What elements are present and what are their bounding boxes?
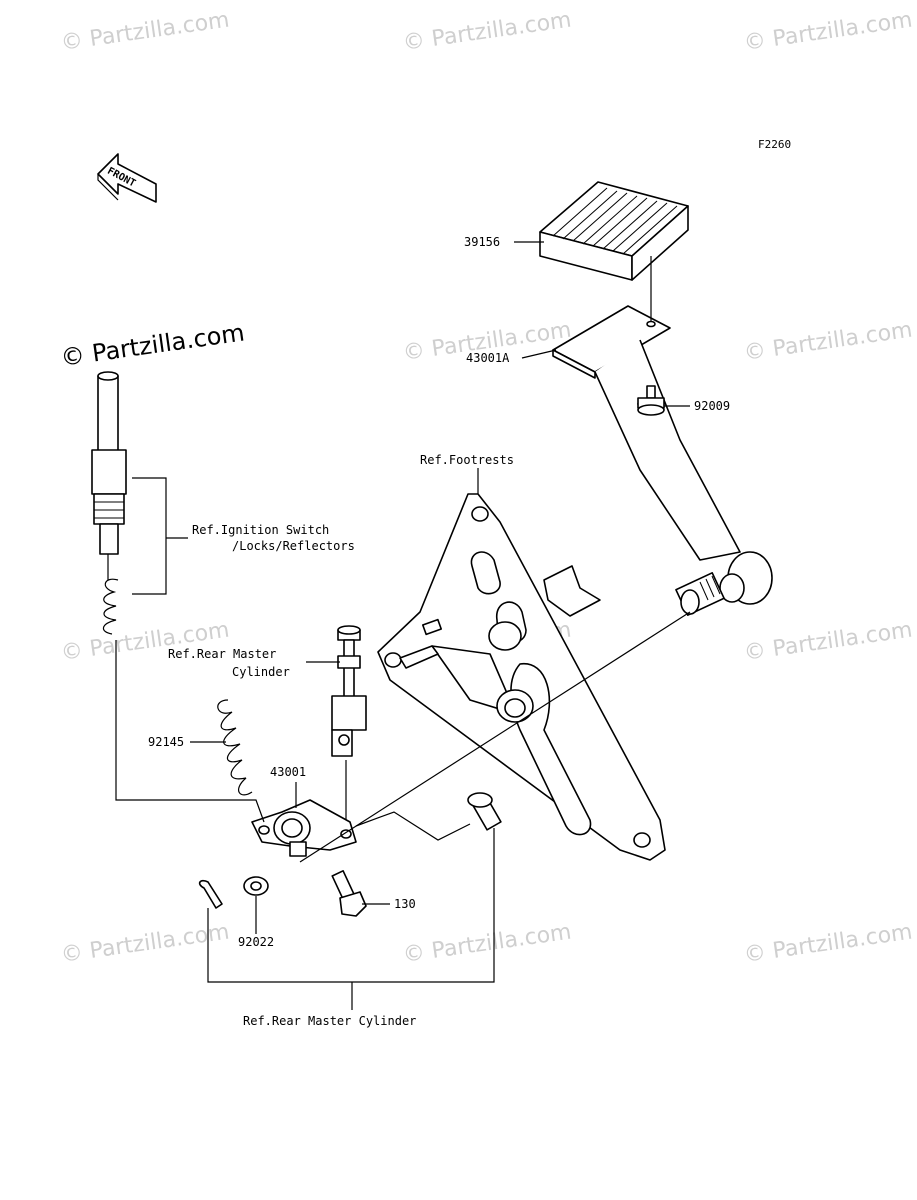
watermark: © Partzilla.com (742, 920, 914, 968)
pedal-rubber (539, 181, 689, 281)
watermark: © Partzilla.com (59, 920, 231, 968)
watermark: © Partzilla.com (742, 318, 914, 366)
label-ignition-switch-2: /Locks/Reflectors (232, 539, 355, 553)
cotter-pin (198, 879, 223, 909)
watermark: © Partzilla.com (59, 318, 246, 372)
diagram-code: F2260 (758, 138, 791, 151)
watermark: © Partzilla.com (59, 8, 231, 56)
brake-pedal-assembly (539, 181, 773, 616)
label-130: 130 (394, 897, 416, 911)
leader-lines (115, 241, 691, 1010)
front-arrow-icon: FRONT (97, 153, 157, 203)
brake-lever-43001 (251, 799, 357, 857)
label-footrests: Ref.Footrests (420, 453, 514, 467)
watermark: © Partzilla.com (401, 8, 573, 56)
footrest-bracket (377, 493, 666, 861)
label-rear-master-bottom: Ref.Rear Master Cylinder (243, 1014, 416, 1028)
label-39156: 39156 (464, 235, 500, 249)
rear-brake-switch (91, 371, 127, 635)
bolt-92009 (637, 385, 665, 416)
label-43001: 43001 (270, 765, 306, 779)
label-ignition-switch: Ref.Ignition Switch (192, 523, 329, 537)
master-cylinder-clevis (331, 625, 367, 757)
label-92022: 92022 (238, 935, 274, 949)
watermark: © Partzilla.com (742, 8, 914, 56)
part-labels: 39156 43001A 92009 Ref.Footrests Ref.Ign… (148, 235, 730, 1028)
watermark: © Partzilla.com (742, 618, 914, 666)
watermark: © Partzilla.com (401, 920, 573, 968)
label-rear-master-2: Cylinder (232, 665, 290, 679)
clevis-pin (467, 792, 502, 831)
bolt-130 (331, 870, 367, 917)
label-43001a: 43001A (466, 351, 510, 365)
return-spring-92145 (217, 699, 253, 796)
washer-92022 (243, 876, 269, 896)
label-rear-master: Ref.Rear Master (168, 647, 276, 661)
label-92145: 92145 (148, 735, 184, 749)
label-92009: 92009 (694, 399, 730, 413)
pedal-arm (552, 305, 773, 616)
